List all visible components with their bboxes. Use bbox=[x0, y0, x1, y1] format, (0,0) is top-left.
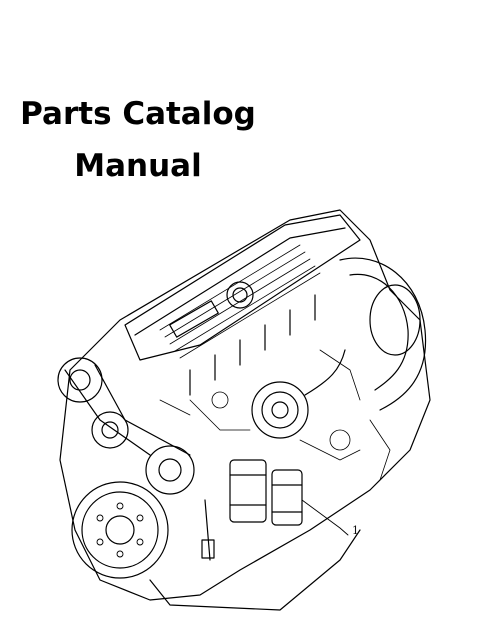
callout-number: 1 bbox=[352, 524, 359, 537]
title-line-2: Manual bbox=[74, 148, 202, 184]
document-title: Parts Catalog Manual bbox=[0, 88, 276, 192]
title-line-1: Parts Catalog bbox=[20, 96, 256, 132]
engine-illustration bbox=[40, 200, 460, 620]
